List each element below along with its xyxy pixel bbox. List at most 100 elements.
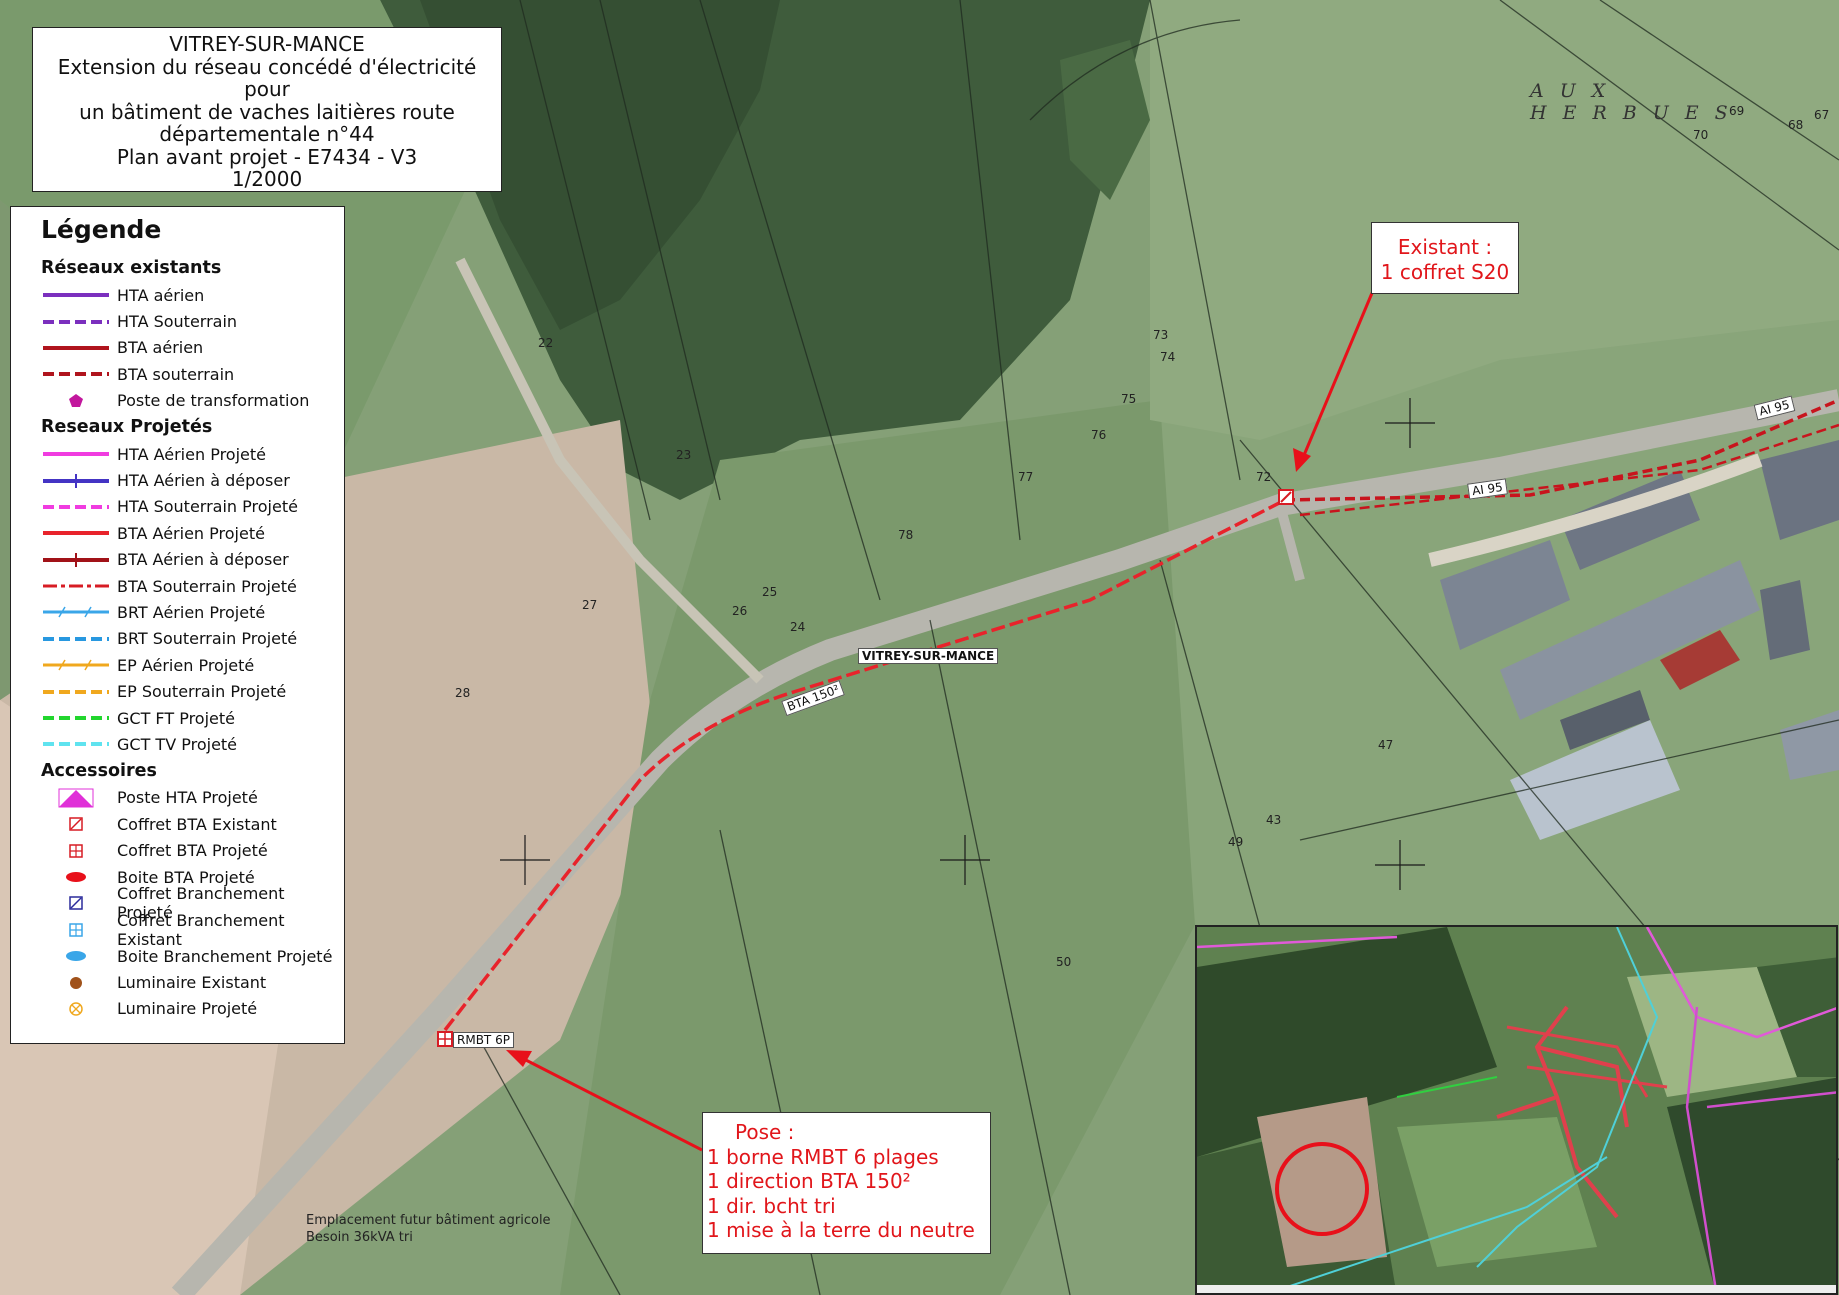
legend-item: Boite Branchement Projeté <box>41 943 344 969</box>
legend-item-label: HTA Souterrain <box>117 312 238 332</box>
callout-line: 1 coffret S20 <box>1380 259 1510 284</box>
legend-symbol-icon <box>41 523 111 543</box>
legend-symbol-icon <box>41 708 111 728</box>
legend-symbol-icon <box>41 841 111 861</box>
title-box: VITREY-SUR-MANCE Extension du réseau con… <box>32 27 502 192</box>
legend-item-label: Luminaire Projeté <box>117 999 258 1019</box>
parcel-number: 26 <box>732 604 748 618</box>
parcel-number: 78 <box>898 528 914 542</box>
parcel-number: 22 <box>538 336 554 350</box>
legend-item: BTA aérien <box>41 335 344 361</box>
grid-crosses <box>500 398 1435 890</box>
legend-item: Coffret Branchement Existant <box>41 911 344 949</box>
parcel-number: 74 <box>1160 350 1176 364</box>
street-label: VITREY-SUR-MANCE <box>858 648 999 664</box>
legend-symbol-icon <box>41 788 111 808</box>
legend-section-heading: Reseaux Projetés <box>41 416 213 437</box>
callout-existant: Existant : 1 coffret S20 <box>1371 222 1519 294</box>
callout-line: 1 direction BTA 150² <box>707 1169 911 1193</box>
callout-line: 1 borne RMBT 6 plages <box>707 1144 939 1169</box>
legend-symbol-icon <box>41 893 111 913</box>
callout-line: Pose : <box>735 1120 795 1144</box>
parcel-number: 27 <box>582 598 598 612</box>
legend-item-label: HTA Aérien Projeté <box>117 444 266 464</box>
title-line: un bâtiment de vaches laitières route <box>79 99 455 124</box>
legend-item: GCT TV Projeté <box>41 731 344 757</box>
legend-symbol-icon <box>41 364 111 384</box>
legend-item: Poste de transformation <box>41 388 344 414</box>
forest-area <box>380 0 1150 500</box>
legend-item-label: GCT TV Projeté <box>117 734 238 754</box>
parcel-number: 67 <box>1814 108 1830 122</box>
parcel-number: 28 <box>455 686 471 700</box>
parcel-number: 76 <box>1091 428 1107 442</box>
legend-symbol-icon <box>41 285 111 305</box>
legend-symbol-icon <box>41 920 111 940</box>
legend-item-label: Coffret Branchement Existant <box>117 910 285 949</box>
future-building-label: Emplacement futur bâtiment agricole Beso… <box>306 1212 551 1246</box>
legend-symbol-icon <box>41 602 111 622</box>
parcel-number: 73 <box>1153 328 1169 342</box>
legend-section-heading: Réseaux existants <box>41 258 222 278</box>
legend-symbol-icon <box>41 444 111 464</box>
parcel-number: 70 <box>1693 128 1709 142</box>
legend-symbol-icon <box>41 682 111 702</box>
legend-item-label: Poste HTA Projeté <box>117 788 258 808</box>
legend-symbol-icon <box>41 814 111 834</box>
title-line: 1/2000 <box>231 167 303 191</box>
parcel-number: 24 <box>790 620 806 634</box>
roads <box>171 257 1839 1295</box>
legend-item: EP Aérien Projeté <box>41 652 344 678</box>
parcel-number: 68 <box>1788 118 1804 132</box>
legend-item: HTA Aérien à déposer <box>41 467 344 493</box>
legend-item: BTA Aérien Projeté <box>41 520 344 546</box>
legend-item-label: BTA Aérien à déposer <box>117 550 289 570</box>
legend-item-label: Coffret BTA Projeté <box>117 841 268 861</box>
place-name-label: AUX HERBUES <box>1530 80 1744 124</box>
callout-line: 1 dir. bcht tri <box>707 1193 836 1218</box>
legend-item-label: Boite BTA Projeté <box>117 867 255 887</box>
parcel-number: 50 <box>1056 955 1072 969</box>
legend-item: Luminaire Existant <box>41 969 344 995</box>
legend-item: BRT Aérien Projeté <box>41 599 344 625</box>
legend-item-label: EP Aérien Projeté <box>117 655 255 675</box>
legend-item: Luminaire Projeté <box>41 996 344 1022</box>
inset-overview-map[interactable] <box>1195 925 1838 1295</box>
legend-symbol-icon <box>41 576 111 596</box>
legend-item: Coffret BTA Existant <box>41 811 344 837</box>
legend-symbol-icon <box>41 973 111 993</box>
legend-symbol-icon <box>41 867 111 887</box>
legend-symbol-icon <box>41 312 111 332</box>
legend-item-label: Luminaire Existant <box>117 973 267 993</box>
parcel-number: 43 <box>1266 813 1282 827</box>
legend-item: Coffret Branchement Projeté <box>41 884 344 922</box>
parcel-number: 72 <box>1256 470 1272 484</box>
legend-item-label: Coffret Branchement Projeté <box>117 884 285 923</box>
legend-symbol-icon <box>41 391 111 411</box>
legend-item-label: HTA Aérien à déposer <box>117 471 290 491</box>
legend-item: HTA aérien <box>41 282 344 308</box>
legend-symbol-icon <box>41 734 111 754</box>
legend-symbol-icon <box>41 946 111 966</box>
legend-item-label: Poste de transformation <box>117 391 310 411</box>
rmbt-label: RMBT 6P <box>453 1032 514 1048</box>
legend-section-heading: Accessoires <box>41 760 157 781</box>
legend-item: GCT FT Projeté <box>41 705 344 731</box>
farm-buildings <box>1428 440 1839 840</box>
parcel-number: 75 <box>1121 392 1137 406</box>
legend-item: BTA souterrain <box>41 361 344 387</box>
callout-pose: Pose : 1 borne RMBT 6 plages 1 direction… <box>702 1112 991 1254</box>
legend-item-label: Coffret BTA Existant <box>117 814 277 834</box>
legend-item-label: BTA souterrain <box>117 364 235 384</box>
legend-symbol-icon <box>41 550 111 570</box>
parcel-number: 49 <box>1228 835 1244 849</box>
legend-item: BRT Souterrain Projeté <box>41 626 344 652</box>
legend-item-label: HTA Souterrain Projeté <box>117 497 298 517</box>
legend-symbol-icon <box>41 655 111 675</box>
legend-item: EP Souterrain Projeté <box>41 678 344 704</box>
legend-item: BTA Souterrain Projeté <box>41 573 344 599</box>
legend-symbol-icon <box>41 497 111 517</box>
